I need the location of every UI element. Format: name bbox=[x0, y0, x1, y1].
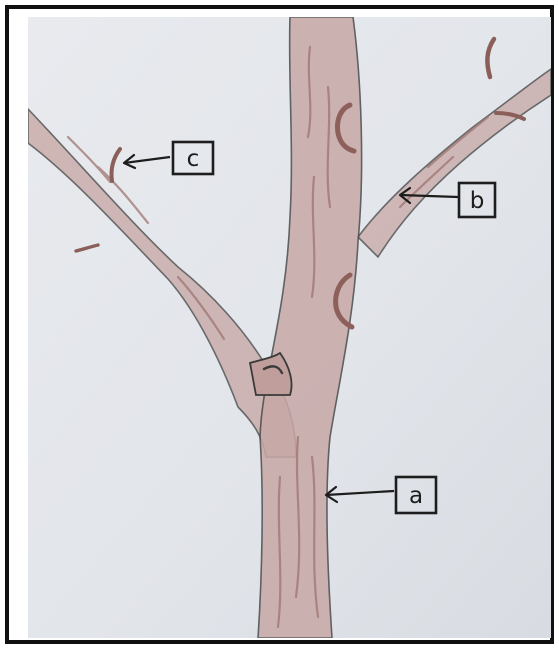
drawing-paper: c b a bbox=[28, 17, 551, 638]
image-frame: c b a bbox=[5, 5, 554, 644]
tree-drawing: c b a bbox=[28, 17, 551, 638]
label-b-text: b bbox=[470, 188, 485, 214]
label-c-text: c bbox=[187, 146, 200, 172]
label-a-text: a bbox=[409, 483, 423, 509]
